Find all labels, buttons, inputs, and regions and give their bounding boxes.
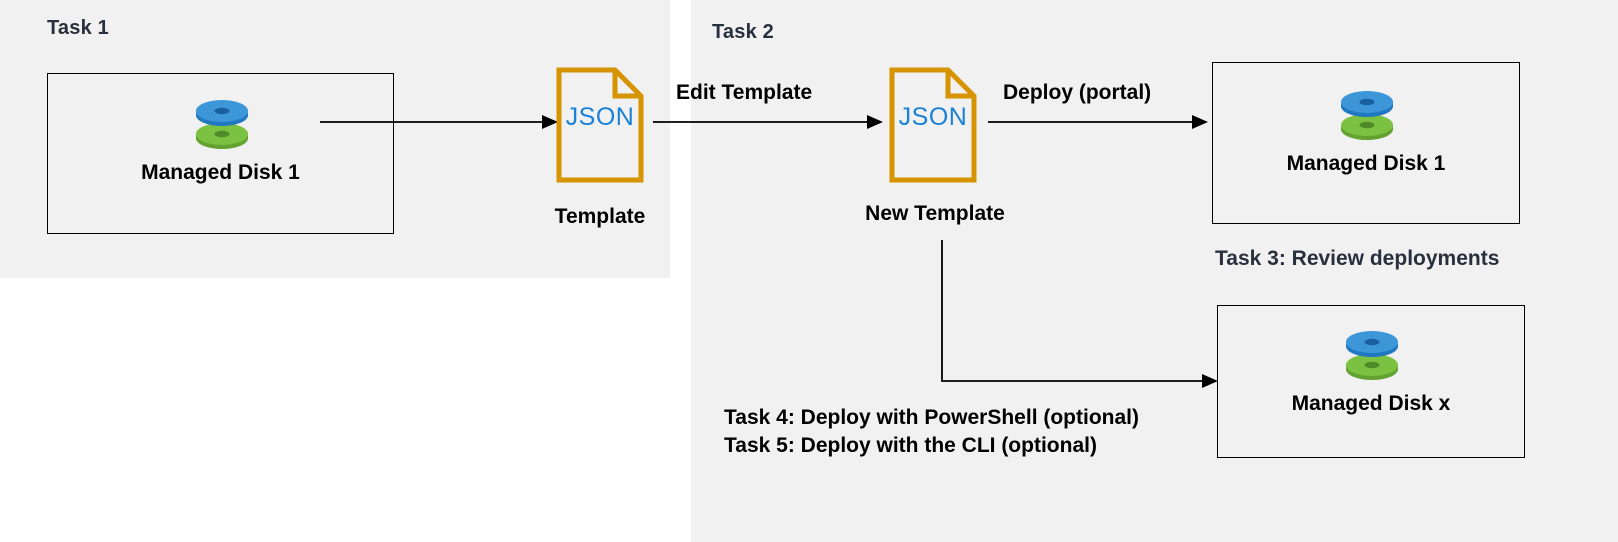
managed-disk-1-deployed-box[interactable]: Managed Disk 1 [1212,62,1520,224]
managed-disk-icon [191,95,253,153]
json-document-icon-new[interactable]: JSON [889,67,977,183]
task2-heading: Task 2 [712,21,774,43]
managed-disk-icon [1336,86,1398,144]
json-document-text-new: JSON [898,103,968,131]
template-caption: Template [554,205,646,228]
managed-disk-x-label: Managed Disk x [1291,392,1451,415]
json-document-icon[interactable]: JSON [556,67,644,183]
managed-disk-icon [1341,326,1403,384]
task3-caption: Task 3: Review deployments [1215,247,1500,270]
new-template-caption: New Template [865,202,1005,225]
managed-disk-x-box[interactable]: Managed Disk x [1217,305,1525,458]
task5-note: Task 5: Deploy with the CLI (optional) [724,434,1097,457]
managed-disk-1-deployed-label: Managed Disk 1 [1286,152,1446,175]
managed-disk-1-source-label: Managed Disk 1 [141,161,300,184]
deploy-portal-arrow-label: Deploy (portal) [1003,81,1152,104]
edit-template-arrow-label: Edit Template [676,81,813,104]
task1-heading: Task 1 [47,17,109,39]
task4-note: Task 4: Deploy with PowerShell (optional… [724,406,1139,429]
managed-disk-1-source-box[interactable]: Managed Disk 1 [47,73,394,234]
json-document-text: JSON [565,103,635,131]
